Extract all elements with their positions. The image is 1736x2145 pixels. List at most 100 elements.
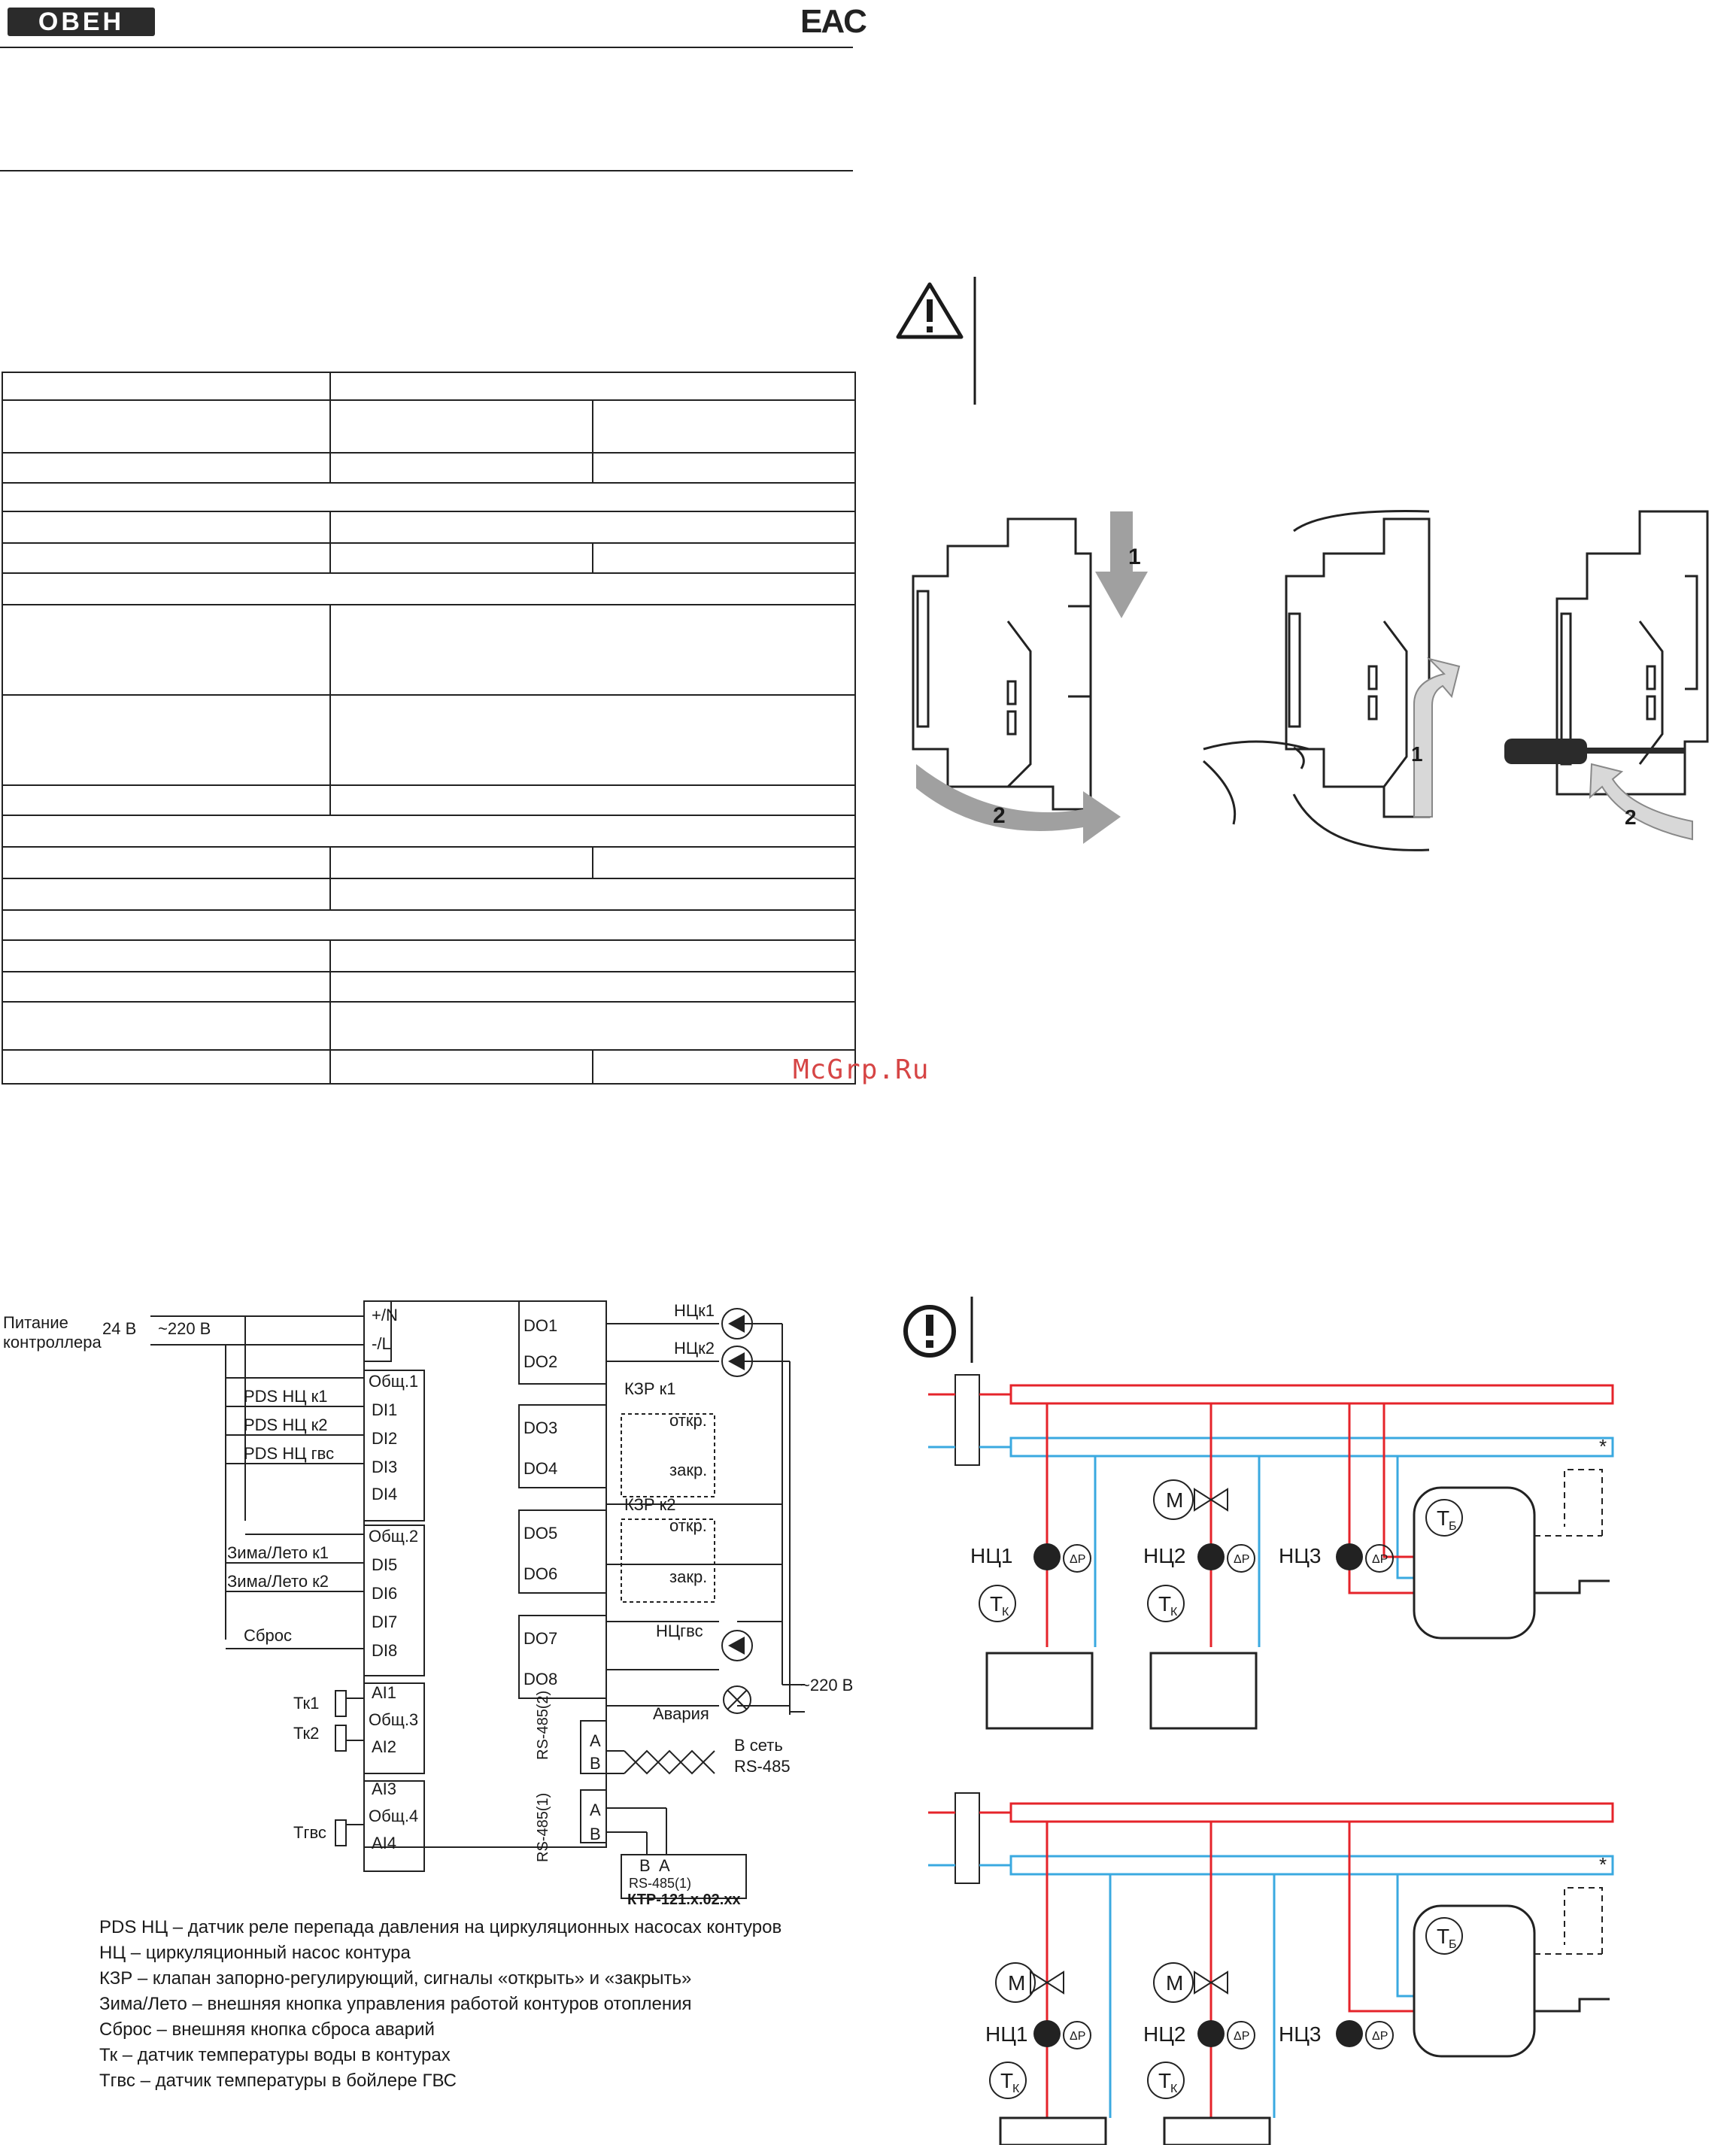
do-label: DO2 [524, 1352, 557, 1371]
table-row [2, 1001, 856, 1051]
pump-label: НЦ3 [1279, 1544, 1322, 1567]
device-outline-3 [1555, 510, 1709, 796]
terminal-label: DI4 [372, 1485, 397, 1503]
spec-table [2, 372, 856, 1085]
dp-sensor [1227, 1544, 1255, 1573]
sensor-label: Тк1 [293, 1694, 319, 1713]
table-row [2, 604, 856, 696]
pump-label: НЦ2 [1143, 1544, 1186, 1567]
table-row [2, 399, 856, 454]
v24-label: 24 В [102, 1319, 136, 1338]
scheme-1: * НЦ1 НЦ2 НЦ3 М Т Т Т ΔP ΔP ΔP К К Б [928, 1374, 1614, 1730]
pump-icon [721, 1630, 753, 1661]
table-row [2, 482, 856, 512]
output-label: НЦк1 [674, 1301, 715, 1320]
tb-sub-label: Б [1449, 1938, 1457, 1951]
star-label: * [1599, 1435, 1607, 1458]
do-label: DO7 [524, 1629, 557, 1648]
network-label: RS-485 [734, 1757, 791, 1776]
alarm-lamp-icon [723, 1685, 751, 1714]
hydraulic-diagram: * НЦ1 НЦ2 НЦ3 М Т Т Т ΔP ΔP ΔP К К Б [928, 1374, 1614, 2145]
tk-label: Т [1000, 2069, 1013, 2092]
network-label: В сеть [734, 1736, 783, 1755]
heat-exchanger [954, 1374, 980, 1466]
svg-text:2: 2 [993, 803, 1006, 828]
owen-logo: ОВЕН [6, 5, 156, 43]
terminal-label: Общ.4 [369, 1807, 418, 1825]
terminal-label: DI5 [372, 1555, 397, 1574]
power-label-line2: контроллера [3, 1333, 102, 1352]
terminal-label: DI2 [372, 1429, 397, 1448]
heat-exchanger [954, 1792, 980, 1884]
output-label: откр. [669, 1516, 707, 1535]
tk-sub-label: К [1002, 1606, 1009, 1619]
tb-sensor [1425, 1917, 1463, 1955]
input-label: PDS НЦ к2 [244, 1415, 327, 1434]
sensor-label: Тгвс [293, 1823, 326, 1842]
table-row [2, 909, 856, 941]
tk-sub-label: К [1012, 2083, 1020, 2095]
table-row [2, 372, 856, 401]
wiring-diagram: Питание контроллера 24 В ~220 В +/N -/L … [3, 1300, 853, 1908]
dp-sensor [1063, 2021, 1091, 2049]
ktr-terminal: B [639, 1856, 651, 1875]
section-rule [0, 170, 853, 171]
output-label: КЗР к2 [624, 1495, 676, 1514]
pump-icon [1336, 1543, 1363, 1570]
terminal-label: -/L [372, 1334, 391, 1353]
three-way-valve-icon [1194, 1971, 1228, 1995]
input-label: Зима/Лето к2 [227, 1572, 329, 1591]
v220-out-label: ~220 В [800, 1676, 853, 1694]
return-header [1009, 1437, 1614, 1458]
tk-sensor [989, 2062, 1027, 2099]
output-label: НЦк2 [674, 1339, 715, 1358]
terminal-label: DI8 [372, 1641, 397, 1660]
radiator-icon [999, 2116, 1107, 2145]
tk-label: Т [1158, 2069, 1171, 2092]
tk-sub-label: К [1170, 1606, 1178, 1619]
din-mounting-illustration: 1 2 1 2 [912, 510, 1709, 851]
dp-label: ΔP [1372, 1553, 1388, 1566]
pump-icon [1197, 2020, 1225, 2047]
legend-line: Тк – датчик температуры воды в контурах [99, 2045, 451, 2065]
legend-line: НЦ – циркуляционный насос контура [99, 1943, 411, 1963]
legend-line: Зима/Лето – внешняя кнопка управления ра… [99, 1994, 692, 2014]
warning-icon [896, 277, 976, 405]
terminal-label: Общ.2 [369, 1527, 418, 1546]
tk-sub-label: К [1170, 2083, 1178, 2095]
device-outline-1 [912, 517, 1092, 811]
do-label: DO6 [524, 1564, 557, 1583]
dp-label: ΔP [1234, 2030, 1249, 2043]
terminal-label: +/N [372, 1306, 398, 1324]
ktr-terminal: A [659, 1856, 670, 1875]
pump-icon [1336, 2020, 1363, 2047]
return-header [1009, 1855, 1614, 1876]
pump-icon [1033, 1543, 1061, 1570]
tk-sensor [979, 1585, 1016, 1622]
tb-sub-label: Б [1449, 1520, 1457, 1533]
motor-label: М [1008, 1971, 1025, 1995]
tb-label: Т [1437, 1506, 1449, 1530]
arrow-step1: 1 [1095, 511, 1148, 618]
boiler-tank [1413, 1486, 1536, 1640]
terminal-label: AI2 [372, 1737, 396, 1756]
legend-line: КЗР – клапан запорно-регулирующий, сигна… [99, 1968, 692, 1989]
device-outline-2 [1203, 510, 1431, 851]
terminal-label: AI4 [372, 1834, 396, 1852]
rs485-terminal-a: A [590, 1801, 601, 1819]
pump-label: НЦ1 [985, 2022, 1028, 2046]
terminal-label: DI7 [372, 1613, 397, 1631]
radiator-icon [985, 1652, 1094, 1730]
tk-sensor [1147, 1585, 1185, 1622]
valve-motor [1153, 1962, 1194, 2003]
table-row [2, 1049, 856, 1085]
dp-label: ΔP [1234, 1553, 1249, 1566]
supply-header [1009, 1802, 1614, 1823]
output-label: Авария [653, 1704, 709, 1723]
rs485-terminal-b: B [590, 1825, 601, 1843]
arrow-lift: 1 [1411, 657, 1461, 818]
output-label: закр. [669, 1567, 707, 1586]
input-label: PDS НЦ к1 [244, 1387, 327, 1406]
table-row [2, 452, 856, 484]
v220-label: ~220 В [158, 1319, 211, 1338]
